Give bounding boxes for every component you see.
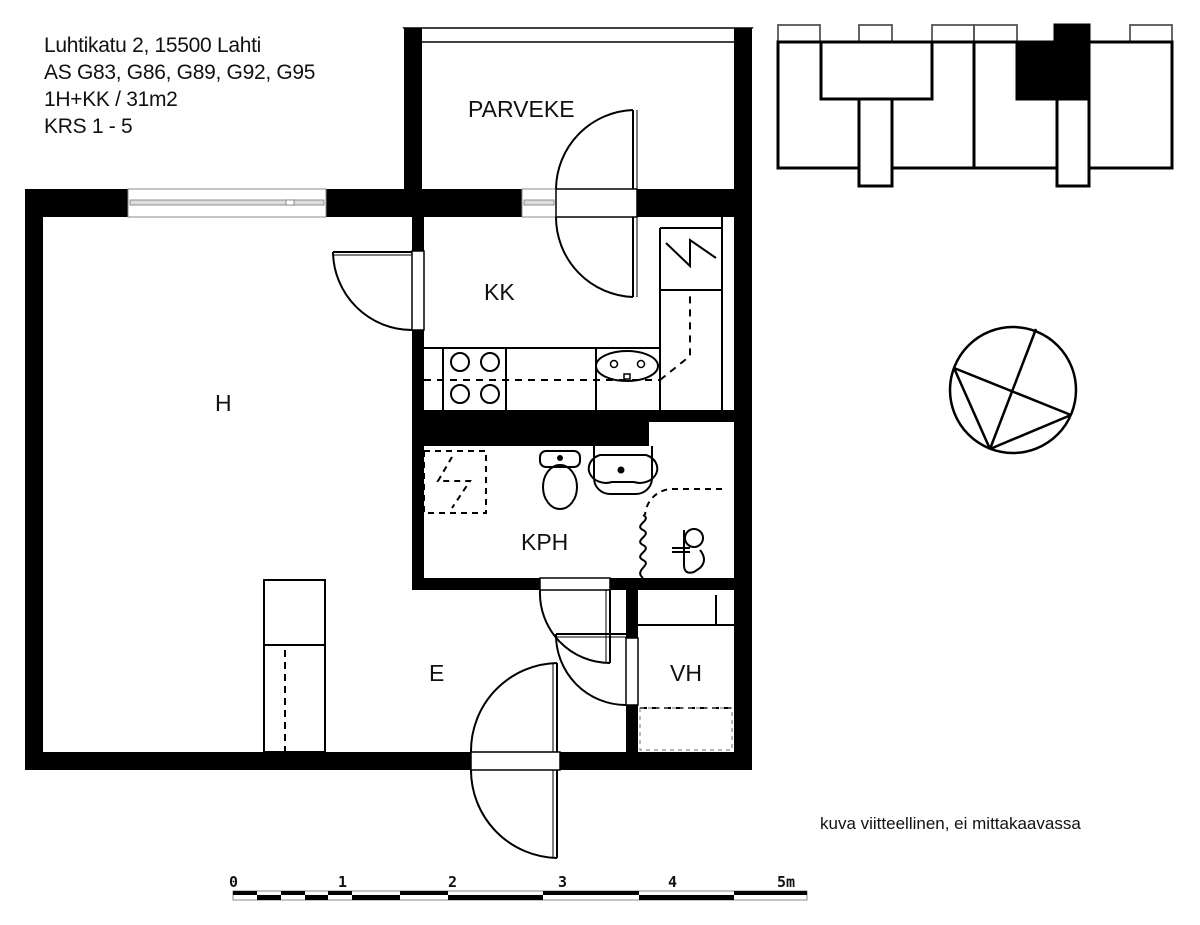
closet-fixtures (638, 595, 734, 751)
door-bathroom (538, 577, 611, 665)
scale-label-3: 3 (558, 873, 567, 891)
scale-bar: 0 1 2 3 4 5m (229, 873, 808, 901)
type-area: 1H+KK / 31m2 (44, 88, 178, 111)
entrance-door (469, 662, 561, 859)
door-living-kitchen (332, 250, 425, 331)
scale-label-1: 1 (338, 873, 347, 891)
balcony (402, 27, 754, 200)
floors: KRS 1 - 5 (44, 115, 133, 138)
window-living-room (127, 188, 327, 218)
walls (25, 189, 752, 770)
scale-label-2: 2 (448, 873, 457, 891)
room-label-living-room: H (215, 390, 232, 416)
room-label-entrance: E (429, 660, 444, 686)
wardrobe (263, 579, 326, 753)
north-arrow-compass-icon (948, 325, 1078, 455)
bathroom-fixtures (423, 446, 722, 579)
room-label-kitchen: KK (484, 279, 515, 305)
scale-label-4: 4 (668, 873, 677, 891)
building-key-plan (776, 23, 1174, 188)
scale-label-5: 5m (777, 873, 795, 891)
balcony-door (555, 109, 638, 298)
room-label-balcony: PARVEKE (468, 96, 575, 122)
address: Luhtikatu 2, 15500 Lahti (44, 34, 261, 57)
scale-label-0: 0 (229, 873, 238, 891)
room-label-closet: VH (670, 660, 702, 686)
window-kitchen (521, 188, 557, 218)
room-label-bathroom: KPH (521, 529, 568, 555)
apartment-info: Luhtikatu 2, 15500 Lahti AS G83, G86, G8… (44, 32, 316, 140)
kitchen-fixtures (424, 217, 723, 410)
door-closet (554, 633, 639, 706)
apartment-numbers: AS G83, G86, G89, G92, G95 (44, 61, 316, 84)
disclaimer-note: kuva viitteellinen, ei mittakaavassa (820, 814, 1081, 833)
